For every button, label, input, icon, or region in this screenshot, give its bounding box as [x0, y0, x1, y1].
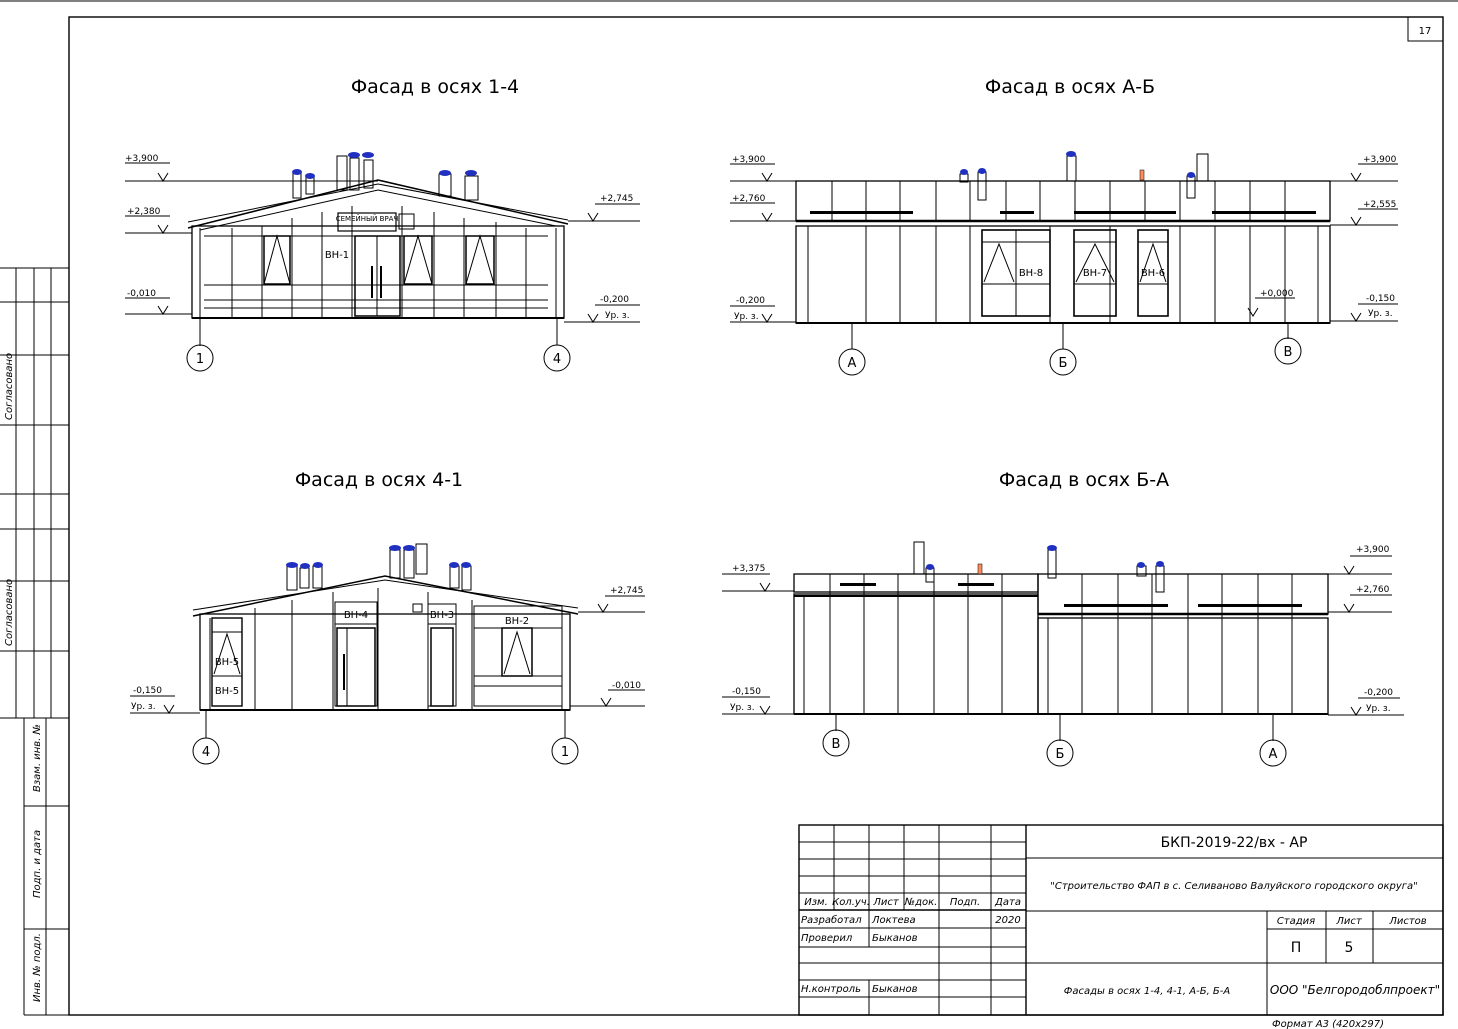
- svg-text:Листов: Листов: [1388, 916, 1426, 927]
- agreed-label-1: Согласовано: [4, 353, 15, 420]
- svg-text:В: В: [832, 737, 841, 752]
- svg-text:Фасад в осях Б-А: Фасад в осях Б-А: [999, 469, 1169, 491]
- svg-text:4: 4: [553, 352, 561, 367]
- svg-text:+2,745: +2,745: [600, 194, 633, 204]
- svg-text:Н.контроль: Н.контроль: [801, 984, 861, 995]
- svg-text:+2,555: +2,555: [1363, 200, 1396, 210]
- format-label: Формат А3 (420х297): [1272, 1019, 1384, 1029]
- svg-text:Дата: Дата: [994, 897, 1021, 908]
- svg-text:+2,745: +2,745: [610, 586, 643, 596]
- svg-text:Лист: Лист: [872, 897, 900, 908]
- facade-4-1: Фасад в осях 4-1 В: [130, 469, 645, 765]
- svg-text:БКП-2019-22/вх - АР: БКП-2019-22/вх - АР: [1161, 835, 1308, 851]
- inv-orig-label: Инв. № подл.: [32, 933, 43, 1002]
- svg-text:Б: Б: [1056, 747, 1065, 762]
- side-stamp: Согласовано Согласовано Взам. инв. № Под…: [0, 267, 69, 1016]
- svg-text:Фасад в осях А-Б: Фасад в осях А-Б: [985, 76, 1155, 98]
- svg-text:+3,900: +3,900: [1363, 155, 1397, 165]
- svg-text:Разработал: Разработал: [801, 914, 862, 926]
- svg-text:ВН-2: ВН-2: [505, 616, 529, 627]
- svg-text:ВН-1: ВН-1: [325, 250, 349, 261]
- sign-date-label: Подп. и дата: [32, 830, 43, 898]
- svg-text:5: 5: [1345, 940, 1354, 956]
- svg-text:Ур. з.: Ур. з.: [1366, 704, 1391, 714]
- svg-text:ВН-7: ВН-7: [1083, 268, 1107, 279]
- svg-text:-0,150: -0,150: [1366, 294, 1395, 304]
- sheet-frame: [68, 16, 1444, 1016]
- svg-text:Ур. з.: Ур. з.: [1368, 309, 1393, 319]
- svg-text:Изм.: Изм.: [804, 897, 828, 908]
- svg-text:-0,200: -0,200: [736, 296, 765, 306]
- svg-text:+0,000: +0,000: [1260, 289, 1294, 299]
- svg-text:Проверил: Проверил: [801, 933, 853, 944]
- svg-text:Подп.: Подп.: [950, 897, 980, 908]
- facade-a-b: Фасад в осях А-Б: [730, 76, 1398, 376]
- svg-text:+3,900: +3,900: [1356, 545, 1390, 555]
- svg-text:Б: Б: [1059, 356, 1068, 371]
- svg-text:Локтева: Локтева: [871, 915, 916, 926]
- svg-text:+2,380: +2,380: [127, 207, 161, 217]
- svg-text:Быканов: Быканов: [872, 933, 918, 944]
- svg-text:+3,900: +3,900: [125, 154, 159, 164]
- svg-text:В: В: [1284, 345, 1293, 360]
- svg-text:А: А: [1269, 747, 1278, 762]
- svg-text:СЕМЕЙНЫЙ ВРАЧ: СЕМЕЙНЫЙ ВРАЧ: [336, 214, 399, 223]
- svg-text:4: 4: [202, 745, 210, 760]
- svg-text:+3,900: +3,900: [732, 155, 766, 165]
- svg-text:ВН-5: ВН-5: [215, 657, 239, 668]
- svg-text:-0,200: -0,200: [600, 295, 629, 305]
- sheet-number: 17: [1419, 26, 1432, 37]
- sheet-number-box: [1407, 16, 1444, 42]
- svg-text:Фасады в осях 1-4, 4-1, А-Б, Б: Фасады в осях 1-4, 4-1, А-Б, Б-А: [1064, 986, 1231, 997]
- svg-text:"Строительство ФАП в с. Селива: "Строительство ФАП в с. Селиваново Валуй…: [1050, 881, 1418, 892]
- svg-text:Ур. з.: Ур. з.: [605, 311, 630, 321]
- svg-text:Ур. з.: Ур. з.: [730, 703, 755, 713]
- svg-text:Ур. з.: Ур. з.: [734, 312, 759, 322]
- svg-text:+2,760: +2,760: [732, 194, 766, 204]
- svg-text:ВН-8: ВН-8: [1019, 268, 1043, 279]
- svg-text:Стадия: Стадия: [1277, 916, 1315, 927]
- svg-text:-0,010: -0,010: [127, 289, 156, 299]
- svg-text:Кол.уч.: Кол.уч.: [832, 897, 870, 908]
- title-block: Изм. Кол.уч. Лист №док. Подп. Дата Разра…: [798, 824, 1444, 1016]
- svg-text:№док.: №док.: [904, 897, 938, 908]
- svg-text:+2,760: +2,760: [1356, 585, 1390, 595]
- svg-text:ВН-3: ВН-3: [430, 610, 454, 621]
- svg-text:-0,150: -0,150: [732, 687, 761, 697]
- facade-b-a: Фасад в осях Б-А: [722, 469, 1404, 767]
- svg-text:-0,010: -0,010: [612, 681, 641, 691]
- svg-text:1: 1: [196, 352, 204, 367]
- svg-text:Лист: Лист: [1335, 916, 1363, 927]
- view-title: Фасад в осях 1-4: [351, 76, 519, 98]
- svg-text:ВН-5: ВН-5: [215, 686, 239, 697]
- replace-inv-label: Взам. инв. №: [32, 724, 43, 792]
- svg-text:П: П: [1291, 940, 1302, 956]
- svg-text:ВН-6: ВН-6: [1141, 268, 1165, 279]
- svg-text:Фасад в осях 4-1: Фасад в осях 4-1: [295, 469, 463, 491]
- svg-text:1: 1: [561, 745, 569, 760]
- svg-text:А: А: [848, 356, 857, 371]
- facade-1-4: Фасад в осях 1-4: [125, 76, 640, 372]
- svg-text:2020: 2020: [995, 915, 1020, 926]
- svg-text:ООО "Белгородоблпроект": ООО "Белгородоблпроект": [1270, 983, 1440, 997]
- svg-text:-0,200: -0,200: [1364, 688, 1393, 698]
- svg-text:Ур. з.: Ур. з.: [131, 702, 156, 712]
- svg-text:ВН-4: ВН-4: [344, 610, 368, 621]
- svg-text:-0,150: -0,150: [133, 686, 162, 696]
- svg-text:Быканов: Быканов: [872, 984, 918, 995]
- svg-text:+3,375: +3,375: [732, 564, 765, 574]
- agreed-label-2: Согласовано: [4, 579, 15, 646]
